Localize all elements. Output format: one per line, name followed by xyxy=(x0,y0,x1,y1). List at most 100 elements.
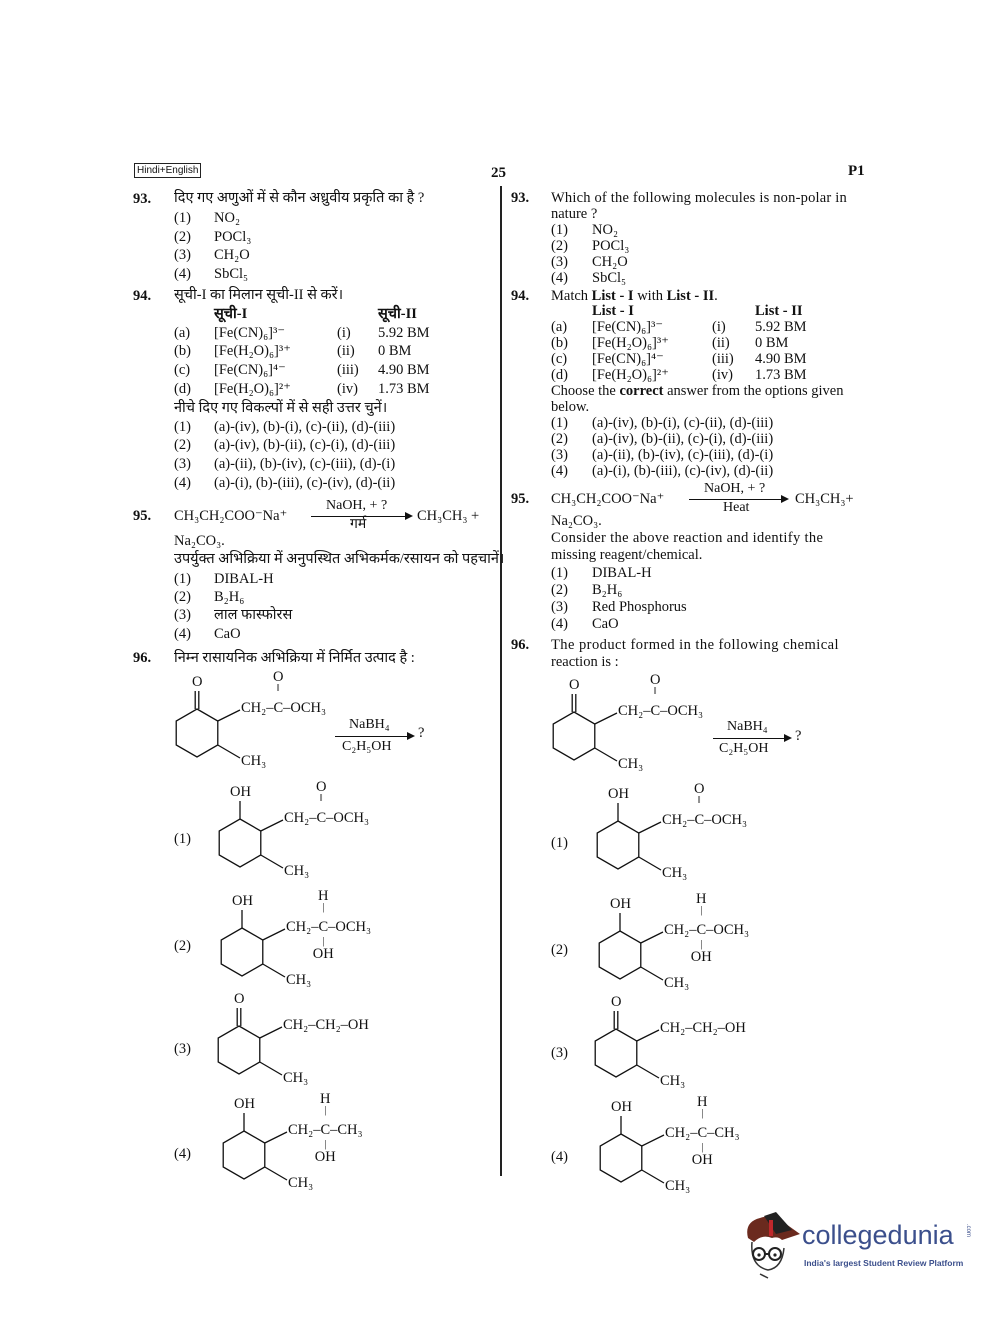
substituent-top: OH xyxy=(232,893,253,909)
chain-text: CH₂–CH₂–OH xyxy=(283,1017,369,1033)
option-text: (a)-(iv), (b)-(i), (c)-(ii), (d)-(iii) xyxy=(592,415,774,431)
chain-text: –OCH₃ xyxy=(704,812,748,828)
question-text: Which of the following molecules is non-… xyxy=(551,190,847,206)
question-number: 96. xyxy=(511,637,530,653)
product-continued: Na₂CO₃. xyxy=(551,513,602,529)
text: Choose the xyxy=(551,383,620,399)
methyl-group: CH₃ xyxy=(283,1070,309,1086)
chain-text: CH₂– xyxy=(664,922,697,938)
option-number: (2) xyxy=(551,431,568,447)
ring-bonds xyxy=(222,1113,288,1181)
collegedunia-logo: collegedunia .com India's largest Studen… xyxy=(742,1212,982,1282)
option-number: (3) xyxy=(551,254,568,270)
option-number: (3) xyxy=(174,607,191,623)
reaction-arrow xyxy=(689,495,789,503)
question-number: 93. xyxy=(511,190,530,206)
question-text: दिए गए अणुओं में से कौन अध्रुवीय प्रकृति… xyxy=(174,190,425,206)
option-text: (a)-(i), (b)-(iii), (c)-(iv), (d)-(ii) xyxy=(592,463,774,479)
list-header: सूची-I xyxy=(214,306,248,322)
ring-bonds xyxy=(218,801,284,869)
option-number: (2) xyxy=(551,238,568,254)
solvent-below: C₂H₅OH xyxy=(719,741,769,756)
row-value: 1.73 BM xyxy=(378,381,430,397)
question-number: 94. xyxy=(511,288,530,304)
option-number: (4) xyxy=(174,626,191,642)
methyl-group: CH₃ xyxy=(618,756,644,772)
option-text: लाल फास्फोरस xyxy=(214,607,293,623)
option-number: (3) xyxy=(551,447,568,463)
list-header: सूची-II xyxy=(378,306,417,322)
ring-bonds xyxy=(599,1116,665,1184)
ring-bonds xyxy=(175,691,241,759)
bond: | xyxy=(324,1139,327,1150)
row-value: 0 BM xyxy=(378,343,412,359)
row-letter: (a) xyxy=(174,325,191,341)
chain-text: –CH₃ xyxy=(330,1122,363,1138)
mascot-icon xyxy=(747,1212,800,1279)
question-text: Match List - I with List - II. xyxy=(551,288,718,304)
option-text: POCl₃ xyxy=(592,238,630,254)
bond: ‖ xyxy=(697,795,701,806)
option-number: (4) xyxy=(174,266,191,282)
reagent-above: NaBH₄ xyxy=(349,717,390,732)
text: . xyxy=(714,288,718,304)
cyclohexane-ring xyxy=(220,927,264,977)
atom-label: H xyxy=(696,891,707,907)
chain-text: CH₂– xyxy=(241,700,274,716)
option-number: (4) xyxy=(551,1149,568,1165)
question-text: सूची-I का मिलान सूची-II से करें। xyxy=(174,287,344,303)
row-letter: (c) xyxy=(551,351,568,367)
methyl-group: CH₃ xyxy=(284,863,310,879)
option-text: CH₂O xyxy=(214,247,250,263)
carbon-substituent-above: H| xyxy=(696,891,707,916)
row-value: 5.92 BM xyxy=(755,319,807,335)
option-number: (2) xyxy=(174,437,191,453)
row-letter: (a) xyxy=(551,319,568,335)
substituent-top: O xyxy=(192,674,203,690)
product: CH₃CH₃+ xyxy=(795,491,854,507)
row-value: 5.92 BM xyxy=(378,325,430,341)
option-number: (1) xyxy=(174,571,191,587)
question-text-continued: reaction is : xyxy=(551,654,619,670)
text: Match xyxy=(551,288,592,304)
atom-label: O xyxy=(273,669,284,685)
methyl-group: CH₃ xyxy=(662,865,688,881)
option-text: NO₂ xyxy=(592,222,618,238)
option-number: (3) xyxy=(174,1041,191,1057)
reagent-above: NaOH, + ? xyxy=(326,498,388,513)
reaction-arrow xyxy=(713,734,792,742)
text: with xyxy=(633,288,667,304)
option-number: (1) xyxy=(551,565,568,581)
ring-bonds xyxy=(598,913,664,981)
option-number: (1) xyxy=(174,831,191,847)
bond: | xyxy=(700,939,703,950)
option-number: (2) xyxy=(551,582,568,598)
carbon-substituent-above: H| xyxy=(697,1095,707,1119)
atom-label: OH xyxy=(312,946,334,962)
condition-below: Heat xyxy=(723,500,750,515)
chain-text: CH₂– xyxy=(665,1125,698,1141)
row-formula: [Fe(H₂O)₆]³⁺ xyxy=(592,335,669,351)
option-number: (2) xyxy=(174,589,191,605)
chain-text: –OCH₃ xyxy=(326,810,370,826)
substituent-top: OH xyxy=(611,1099,632,1115)
option-text: CaO xyxy=(214,626,241,642)
instruction-text: नीचे दिए गए विकल्पों में से सही उत्तर चु… xyxy=(174,400,388,416)
option-text: SbCl₅ xyxy=(214,266,249,282)
bond: | xyxy=(701,1108,704,1119)
carbon-substituent-below: |OH xyxy=(692,1142,713,1167)
cyclohexane-ring xyxy=(598,930,642,980)
option-number: (3) xyxy=(551,1045,568,1061)
cyclohexane-ring xyxy=(599,1133,643,1183)
bond: ‖ xyxy=(319,793,323,804)
option-text: POCl₃ xyxy=(214,229,252,245)
